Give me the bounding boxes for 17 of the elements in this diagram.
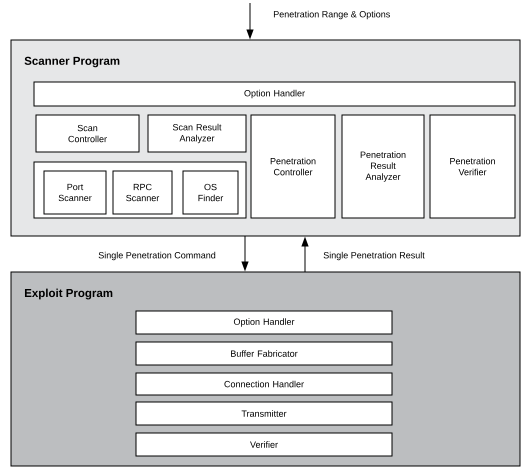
module-box: Option Handler: [34, 82, 516, 106]
module-box: Buffer Fabricator: [136, 342, 392, 366]
module-box: Penetration Verifier: [430, 114, 516, 218]
module-box: Scan Result Analyzer: [148, 114, 246, 152]
module-box: Port Scanner: [44, 170, 106, 214]
module-box: Verifier: [136, 432, 392, 456]
edge-label: Single Penetration Command: [98, 252, 216, 260]
module-box: Option Handler: [136, 310, 392, 334]
module-box: Connection Handler: [136, 372, 392, 396]
module-box: Transmitter: [136, 402, 392, 426]
module-box: Penetration Controller: [250, 114, 336, 218]
edge-label: Penetration Range & Options: [274, 10, 390, 20]
edge-label: Single Penetration Result: [324, 252, 425, 260]
module-box: Penetration Result Analyzer: [342, 114, 424, 218]
module-box: Scan Controller: [36, 114, 140, 152]
module-box: OS Finder: [182, 170, 238, 214]
module-box: RPC Scanner: [112, 170, 172, 214]
